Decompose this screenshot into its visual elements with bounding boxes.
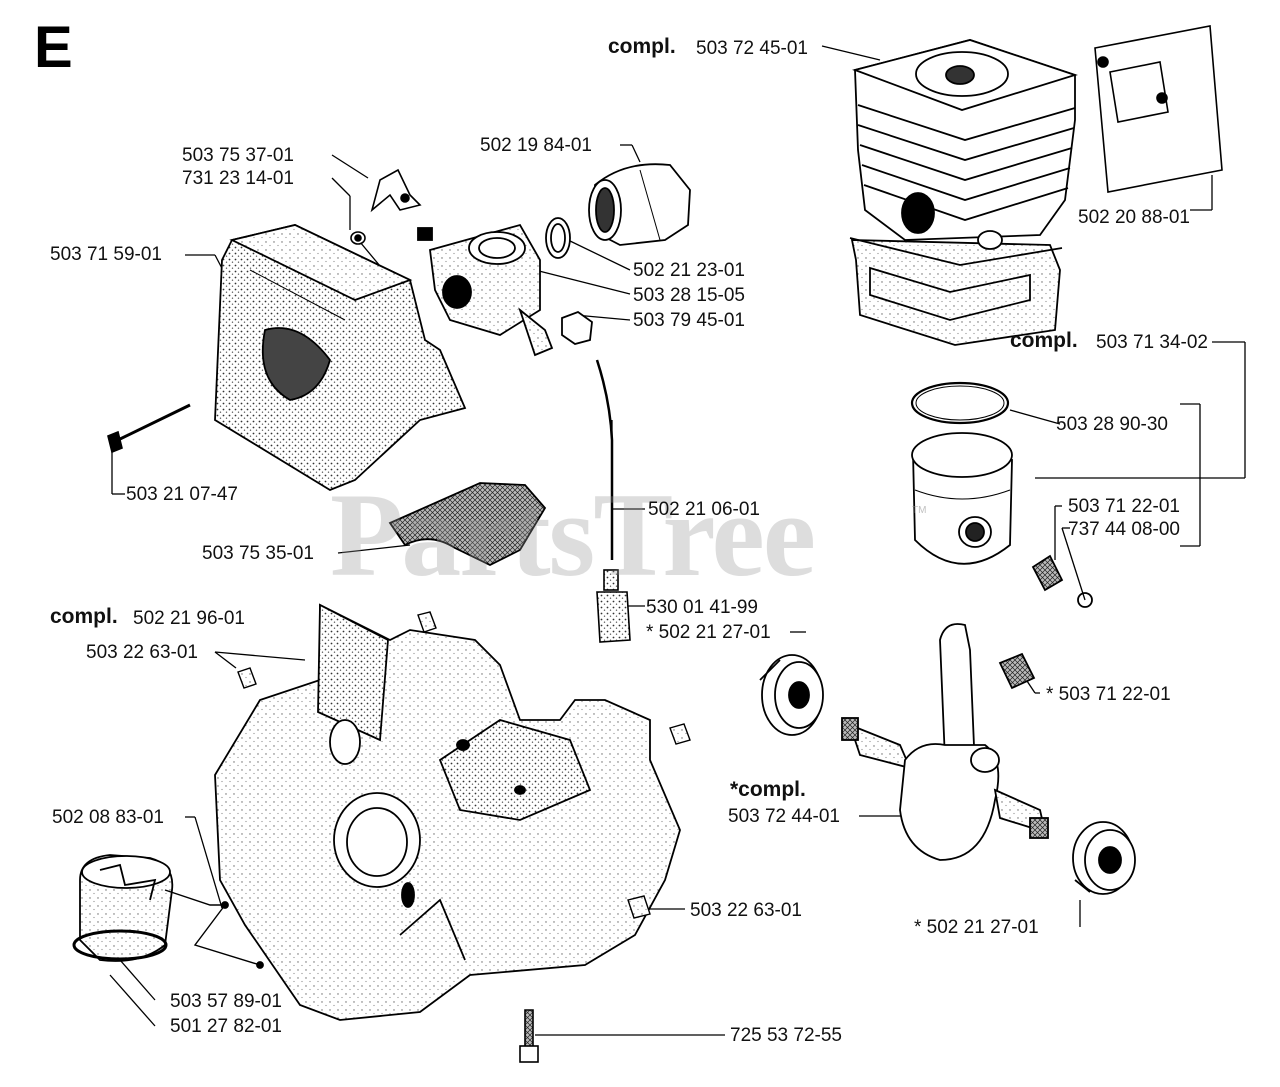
intake-drawing [545, 163, 691, 259]
air-filter-drawing [214, 224, 467, 492]
cylinder-compl-num[interactable]: 503 72 45-01 [696, 38, 808, 59]
carburetor-label[interactable]: 503 28 15-05 [633, 285, 745, 306]
watermark-tm: TM [912, 505, 927, 516]
piston-compl-num[interactable]: 503 71 34-02 [1096, 332, 1208, 353]
screw-case-label[interactable]: 725 53 72-55 [730, 1025, 842, 1046]
crank-compl-num[interactable]: 503 72 44-01 [728, 806, 840, 827]
piston-compl-word: compl. [1010, 329, 1078, 352]
carburetor-drawing [417, 223, 593, 357]
crank-ball-label[interactable]: * 502 21 27-01 [914, 917, 1039, 938]
fuel-filter-b-label[interactable]: * 502 21 27-01 [646, 622, 771, 643]
carb-part-label[interactable]: 503 79 45-01 [633, 310, 745, 331]
screw-case-drawing [519, 1009, 539, 1063]
filter-foam-label[interactable]: 503 75 35-01 [202, 543, 314, 564]
piston-ring-label[interactable]: 503 28 90-30 [1056, 414, 1168, 435]
intake-label[interactable]: 502 19 84-01 [480, 135, 592, 156]
fuel-hose-label[interactable]: 502 21 06-01 [648, 499, 760, 520]
airfilter-label[interactable]: 503 71 59-01 [50, 244, 162, 265]
fuel-filter-drawing [596, 569, 631, 643]
cap-ring-label[interactable]: 501 27 82-01 [170, 1016, 282, 1037]
piston-ring-drawing [910, 381, 1010, 425]
needle-bearing-drawing [1031, 554, 1064, 592]
intake-ring-label[interactable]: 502 21 23-01 [633, 260, 745, 281]
clip-a-label[interactable]: 503 22 63-01 [86, 642, 198, 663]
bracket-drawing [350, 168, 422, 245]
screw-filter-drawing [107, 403, 191, 454]
cylinder-compl-word: compl. [608, 35, 676, 58]
fuel-filter-label[interactable]: 530 01 41-99 [646, 597, 758, 618]
watermark: PartsTree [330, 468, 816, 601]
section-letter: E [34, 15, 73, 80]
crankcase-drawing [214, 603, 681, 1021]
piston-drawing [911, 432, 1093, 608]
crank-compl-word: *compl. [730, 778, 806, 801]
crankshaft-drawing [759, 623, 1136, 895]
crank-bearing-label[interactable]: * 503 71 22-01 [1046, 684, 1171, 705]
fuel-hose-drawing [595, 359, 614, 560]
bracket-b-label[interactable]: 731 23 14-01 [182, 168, 294, 189]
filter-foam-drawing [388, 482, 547, 567]
clip-b-label[interactable]: 503 22 63-01 [690, 900, 802, 921]
gasket-cyl-label[interactable]: 502 20 88-01 [1078, 207, 1190, 228]
cylinder-drawing [849, 39, 1078, 346]
screw-filter-label[interactable]: 503 21 07-47 [126, 484, 238, 505]
cap-strap-label[interactable]: 503 57 89-01 [170, 991, 282, 1012]
fuel-cap-drawing [72, 854, 264, 969]
clip-drawings [237, 611, 691, 919]
crankcase-compl-word: compl. [50, 605, 118, 628]
crankcase-compl-num[interactable]: 502 21 96-01 [133, 608, 245, 629]
bearing-a-label[interactable]: 503 71 22-01 [1068, 496, 1180, 517]
gasket-drawing [1094, 25, 1223, 193]
fuel-cap-label[interactable]: 502 08 83-01 [52, 807, 164, 828]
circlip-label[interactable]: 737 44 08-00 [1068, 519, 1180, 540]
bracket-a-label[interactable]: 503 75 37-01 [182, 145, 294, 166]
